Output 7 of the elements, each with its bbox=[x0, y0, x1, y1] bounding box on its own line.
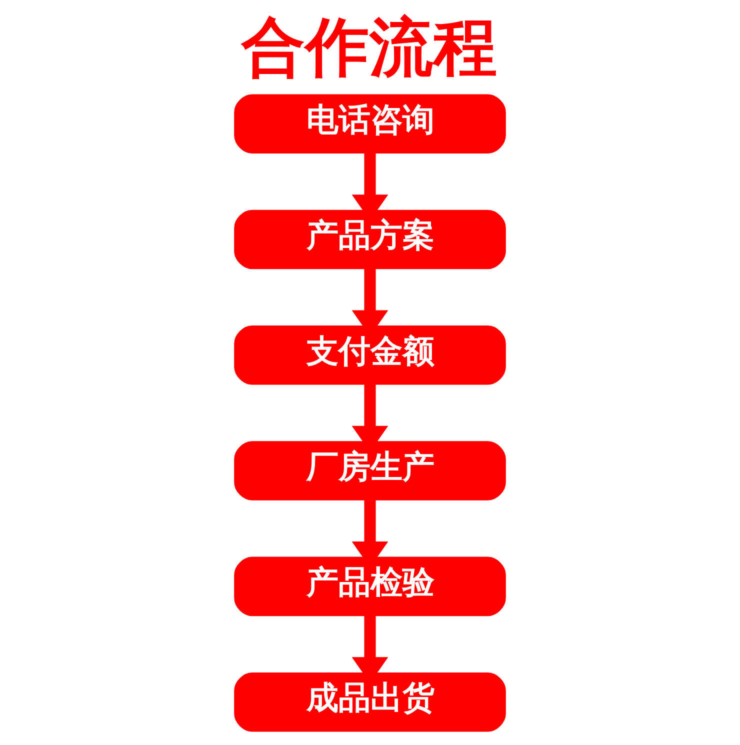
node-box: 支付金额 bbox=[234, 326, 506, 385]
node-box: 厂房生产 bbox=[234, 441, 506, 500]
node-box: 产品方案 bbox=[234, 210, 506, 270]
diagram-title: 合作流程 bbox=[241, 10, 498, 84]
node-box: 电话咨询 bbox=[234, 94, 506, 154]
node-box: 成品出货 bbox=[234, 672, 506, 732]
node-box: 产品检验 bbox=[234, 556, 506, 616]
